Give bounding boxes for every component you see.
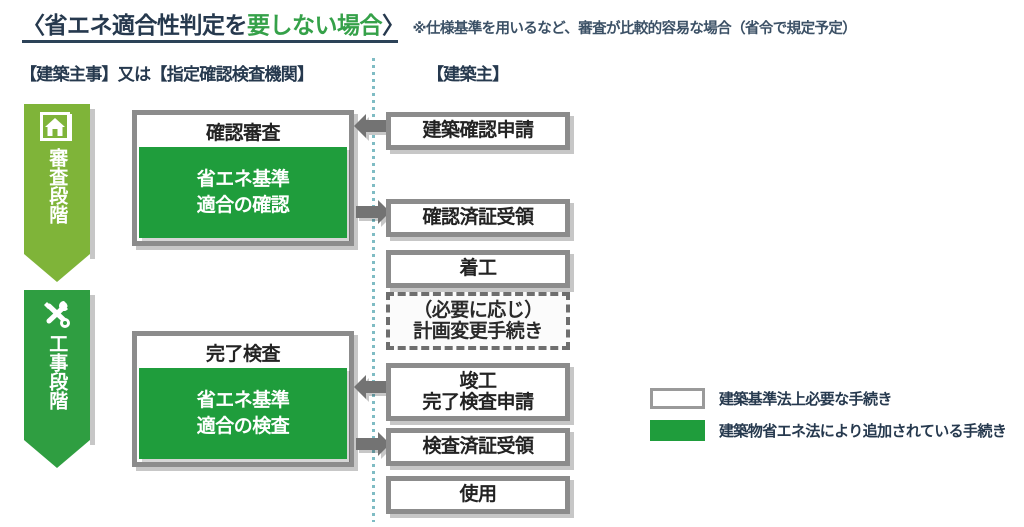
banner-shadow	[90, 295, 95, 445]
title-underline	[22, 40, 398, 43]
box-use-label: 使用	[459, 483, 497, 506]
house-icon	[40, 112, 72, 141]
box-inspection-certificate-receipt-label: 検査済証受領	[422, 435, 534, 458]
box-confirmation-review-line2: 適合の確認	[196, 193, 290, 216]
box-plan-change-procedure-line1: （必要に応じ）	[413, 298, 543, 321]
legend-swatch-outline	[650, 388, 705, 409]
arrow-inspection-to-certificate	[356, 432, 392, 459]
box-confirmation-certificate-receipt: 確認済証受領	[386, 199, 570, 237]
box-inspection-certificate-receipt: 検査済証受領	[386, 428, 570, 466]
box-completion-inspection-body: 省エネ基準 適合の検査	[139, 368, 347, 459]
box-completion-inspection-title: 完了検査	[137, 336, 349, 368]
stage-banner-construction: 工事段階	[24, 290, 95, 468]
banner-arrow-point	[24, 254, 90, 282]
box-confirmation-review-title: 確認審査	[137, 115, 349, 147]
legend: 建築基準法上必要な手続き 建築物省エネ法により追加されている手続き	[650, 388, 1007, 452]
box-confirmation-review: 確認審査 省エネ基準 適合の確認	[132, 110, 354, 246]
box-construction-start: 着工	[386, 250, 570, 288]
box-building-confirmation-application-label: 建築確認申請	[422, 119, 534, 142]
legend-swatch-filled	[650, 420, 705, 441]
legend-item-building-standards-act: 建築基準法上必要な手続き	[650, 388, 1006, 409]
page-title: 〈省エネ適合性判定を要しない場合〉 ※仕様基準を用いるなど、審査が比較的容易な場合…	[22, 6, 1012, 40]
arrow-completion-to-inspection	[354, 375, 391, 402]
box-confirmation-review-body: 省エネ基準 適合の確認	[139, 147, 347, 238]
stage-banner-construction-body: 工事段階	[24, 290, 95, 445]
stage-banner-construction-label: 工事段階	[46, 334, 69, 410]
box-building-confirmation-application: 建築確認申請	[386, 112, 570, 150]
box-construction-start-label: 着工	[459, 257, 497, 280]
stage-banner-review-label: 審査段階	[46, 148, 69, 224]
box-completion-inspection: 完了検査 省エネ基準 適合の検査	[132, 331, 354, 467]
box-completion-inspection-application-line1: 竣工	[459, 369, 497, 392]
page-title-suffix: 〉	[382, 13, 405, 39]
legend-label-energy-saving-act: 建築物省エネ法により追加されている手続き	[719, 422, 1007, 440]
banner-arrow-point	[24, 440, 90, 468]
box-confirmation-certificate-receipt-label: 確認済証受領	[422, 206, 534, 229]
page-title-note: ※仕様基準を用いるなど、審査が比較的容易な場合（省令で規定予定）	[412, 21, 857, 37]
tools-icon	[44, 301, 70, 328]
box-plan-change-procedure: （必要に応じ） 計画変更手続き	[386, 292, 570, 350]
page-title-accent: 要しない場合	[247, 13, 383, 39]
box-completion-inspection-line1: 省エネ基準	[196, 388, 290, 411]
stage-banner-review-body: 審査段階	[24, 104, 95, 259]
banner-shadow	[90, 109, 95, 259]
column-header-owner: 【建築主】	[427, 65, 509, 85]
column-divider	[372, 58, 375, 522]
legend-item-energy-saving-act: 建築物省エネ法により追加されている手続き	[650, 420, 1007, 441]
box-use: 使用	[386, 476, 570, 514]
arrow-review-to-certificate	[356, 200, 392, 227]
column-header-authority: 【建築主事】又は【指定確認検査機関】	[20, 65, 314, 85]
legend-label-building-standards-act: 建築基準法上必要な手続き	[719, 390, 892, 408]
page-title-prefix: 〈省エネ適合性判定を	[22, 13, 248, 39]
box-plan-change-procedure-line2: 計画変更手続き	[413, 320, 543, 342]
box-completion-inspection-application: 竣工 完了検査申請	[386, 363, 570, 421]
box-completion-inspection-line2: 適合の検査	[196, 414, 290, 437]
arrow-application-to-review	[354, 114, 391, 141]
box-completion-inspection-application-line2: 完了検査申請	[422, 391, 534, 413]
stage-banner-review: 審査段階	[24, 104, 95, 282]
box-confirmation-review-line1: 省エネ基準	[196, 167, 290, 190]
